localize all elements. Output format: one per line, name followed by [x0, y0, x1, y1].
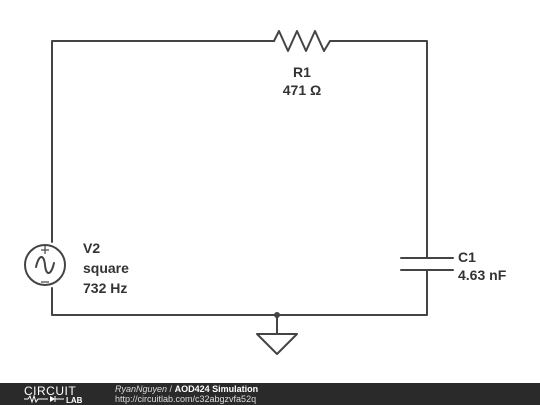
r1-label: R1 [293, 64, 311, 80]
circuitlab-logo[interactable]: CIRCUIT LAB [4, 384, 96, 404]
circuit-title[interactable]: AOD424 Simulation [174, 384, 259, 394]
c1-label: C1 [458, 249, 476, 265]
wire-bottom-left [51, 287, 278, 316]
footer-title-line: RyanNguyen / AOD424 Simulation [115, 384, 258, 394]
logo-diode-icon [50, 396, 55, 402]
v2-label: V2 [83, 240, 100, 256]
footer-bar: CIRCUIT LAB RyanNguyen / AOD424 Simulati… [0, 383, 540, 405]
ground-icon [256, 333, 298, 355]
author-link[interactable]: RyanNguyen [115, 384, 168, 394]
circuit-url[interactable]: http://circuitlab.com/c32abgzvfa52q [115, 394, 257, 404]
r1-value: 471 Ω [283, 82, 321, 98]
logo-word-lab: LAB [66, 396, 83, 404]
resistor-r1-symbol [273, 30, 331, 52]
logo-word-circuit: CIRCUIT [24, 384, 76, 398]
circuit-schematic: R1 471 Ω C1 4.63 nF V2 square 732 Hz [24, 30, 507, 355]
footer-info: RyanNguyen / AOD424 Simulation http://ci… [115, 384, 258, 404]
junction-dot [274, 312, 280, 318]
wire-top-right [329, 40, 428, 259]
sine-wave-icon [35, 256, 55, 274]
logo-resistor-icon [24, 394, 48, 404]
wire-top-left [51, 40, 275, 243]
v2-frequency: 732 Hz [83, 280, 127, 296]
c1-value: 4.63 nF [458, 267, 507, 283]
schematic-canvas: R1 471 Ω C1 4.63 nF V2 square 732 Hz [24, 30, 507, 355]
wire-bottom-right [276, 269, 428, 316]
v2-type: square [83, 260, 129, 276]
voltage-source-v2-symbol [24, 244, 66, 286]
title-separator: / [169, 384, 173, 394]
